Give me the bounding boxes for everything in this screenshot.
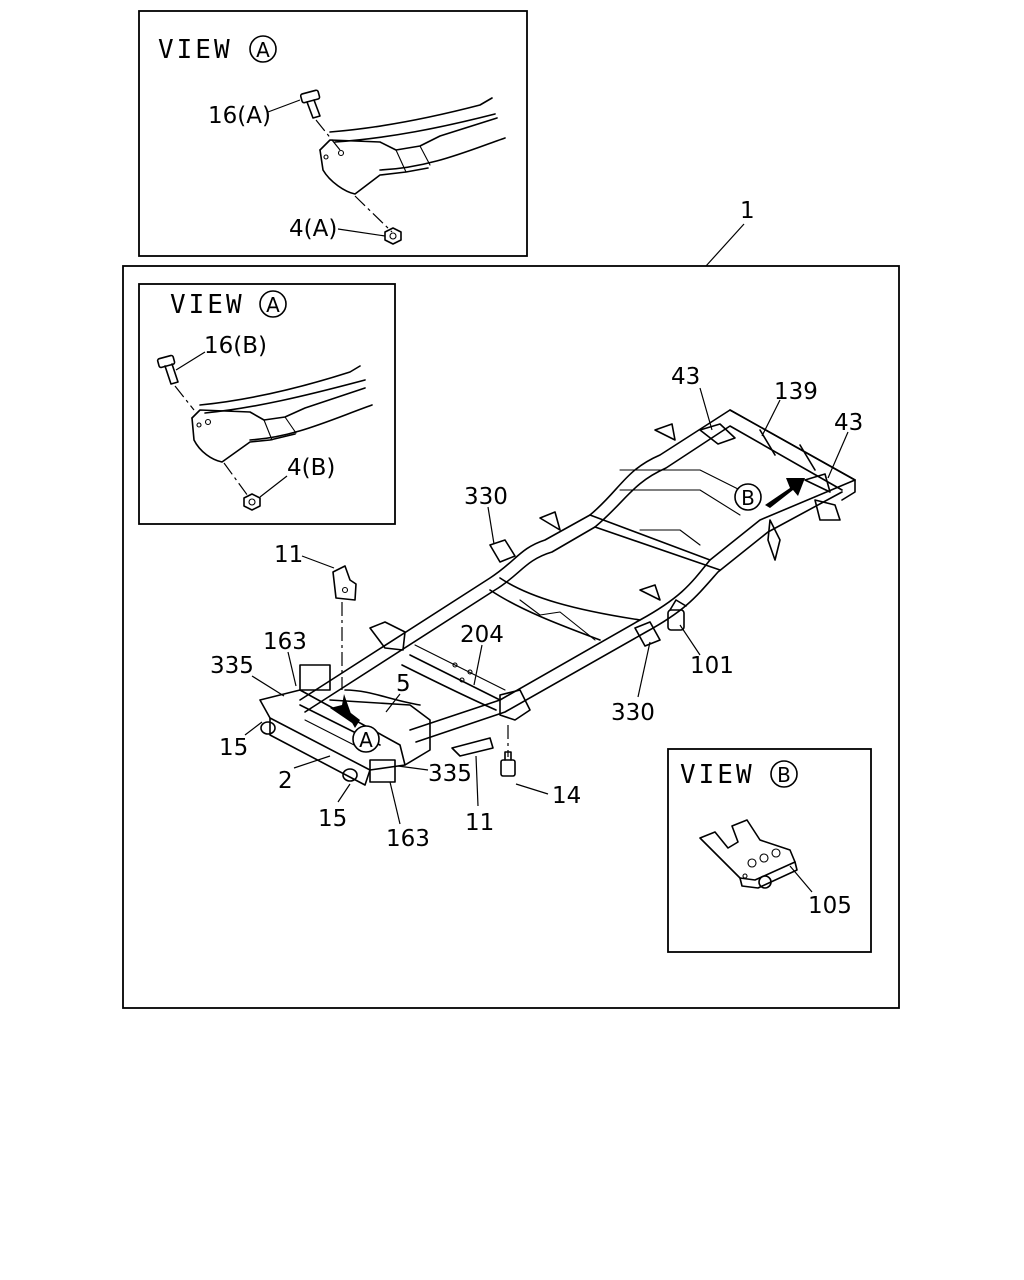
rail-mount-mid-left bbox=[539, 511, 561, 531]
rail-mount-330-top bbox=[489, 539, 516, 563]
rail-mount-mid-right bbox=[639, 584, 661, 601]
callout-14: 14 bbox=[552, 783, 581, 809]
callout-101: 101 bbox=[690, 653, 734, 679]
bracket-163-top-icon bbox=[299, 664, 331, 691]
view-b-marker-circle bbox=[770, 760, 798, 788]
callout-4a: 4(A) bbox=[289, 216, 337, 242]
main-assembly-border bbox=[122, 265, 900, 1009]
rail-mount-rear-left bbox=[699, 423, 736, 445]
callout-16a: 16(A) bbox=[208, 103, 271, 129]
marker-a-label: A bbox=[359, 728, 373, 752]
nut-4a-icon bbox=[384, 227, 402, 245]
bolt-16b-icon bbox=[156, 354, 179, 385]
marker-a-circle bbox=[352, 725, 380, 753]
callout-11-bottom: 11 bbox=[465, 810, 494, 836]
callout-43-right: 43 bbox=[834, 410, 863, 436]
chassis-frame: A B bbox=[259, 409, 856, 786]
view-a-top-bolt-axis bbox=[315, 119, 341, 151]
nut-4b-icon bbox=[243, 493, 261, 511]
callout-139: 139 bbox=[774, 379, 818, 405]
view-a-inner-marker-circle bbox=[259, 290, 287, 318]
view-a-top-rail-bracket bbox=[319, 97, 506, 195]
view-a-top-title: VIEW bbox=[158, 35, 233, 65]
callout-330-bottom: 330 bbox=[611, 700, 655, 726]
marker-b-circle bbox=[734, 483, 762, 511]
view-a-arrow-icon bbox=[330, 694, 360, 728]
view-b-marker: B bbox=[777, 763, 791, 787]
view-a-inner-rail-bracket bbox=[191, 365, 373, 463]
view-b-panel: VIEW B 105 bbox=[667, 748, 872, 953]
callout-16b: 16(B) bbox=[204, 333, 267, 359]
bracket-105-icon bbox=[699, 819, 798, 889]
callout-163-top: 163 bbox=[263, 629, 307, 655]
callout-335-left: 335 bbox=[210, 653, 254, 679]
bracket-11-top-icon bbox=[332, 565, 357, 601]
view-a-inner-panel: VIEW A 16(B) 4(B) bbox=[138, 283, 396, 525]
bushing-right-icon bbox=[342, 768, 358, 782]
callout-163-bottom: 163 bbox=[386, 826, 430, 852]
rail-mount-front-right bbox=[499, 689, 531, 721]
assembly-callout: 1 bbox=[705, 198, 755, 267]
view-b-arrow-icon bbox=[765, 478, 805, 508]
view-a-inner-border bbox=[138, 283, 396, 525]
callout-11-top: 11 bbox=[274, 542, 303, 568]
rail-mount-front-left bbox=[369, 621, 406, 651]
view-a-top-marker-circle bbox=[249, 35, 277, 63]
bolt-16a-icon bbox=[299, 89, 321, 119]
callout-4b: 4(B) bbox=[287, 455, 335, 481]
callout-335-bottom: 335 bbox=[428, 761, 472, 787]
view-a-top-panel: VIEW A 16(A) 4(A) bbox=[138, 10, 528, 257]
rail-mount-330-bottom bbox=[634, 621, 661, 647]
callout-330-top: 330 bbox=[464, 484, 508, 510]
callout-5: 5 bbox=[396, 671, 411, 697]
view-a-top-border bbox=[138, 10, 528, 257]
bracket-101-icon bbox=[667, 599, 687, 631]
callout-2: 2 bbox=[278, 768, 293, 794]
callout-15-left: 15 bbox=[219, 735, 248, 761]
view-a-top-marker: A bbox=[256, 38, 270, 62]
callout-105: 105 bbox=[808, 893, 852, 919]
view-b-border bbox=[667, 748, 872, 953]
callout-204: 204 bbox=[460, 622, 504, 648]
rail-mount-43-right bbox=[804, 473, 831, 493]
callout-15-bottom: 15 bbox=[318, 806, 347, 832]
marker-b-label: B bbox=[741, 486, 755, 510]
view-a-inner-marker: A bbox=[266, 293, 280, 317]
bracket-11-bottom-icon bbox=[451, 737, 494, 757]
callout-43-left: 43 bbox=[671, 364, 700, 390]
view-a-top-nut-axis bbox=[354, 195, 393, 233]
callout-1: 1 bbox=[740, 198, 755, 224]
bracket-163-bottom-icon bbox=[369, 759, 396, 783]
bolt-14-icon bbox=[500, 725, 516, 777]
view-a-inner-bolt-axis bbox=[174, 385, 195, 411]
view-b-title: VIEW bbox=[680, 760, 755, 790]
rail-mount-43-left bbox=[654, 423, 676, 441]
bushing-left-icon bbox=[260, 721, 276, 735]
view-a-inner-title: VIEW bbox=[170, 290, 245, 320]
callouts: 43 139 43 330 11 204 163 335 5 101 330 1… bbox=[210, 364, 863, 852]
view-a-inner-nut-axis bbox=[223, 462, 249, 497]
